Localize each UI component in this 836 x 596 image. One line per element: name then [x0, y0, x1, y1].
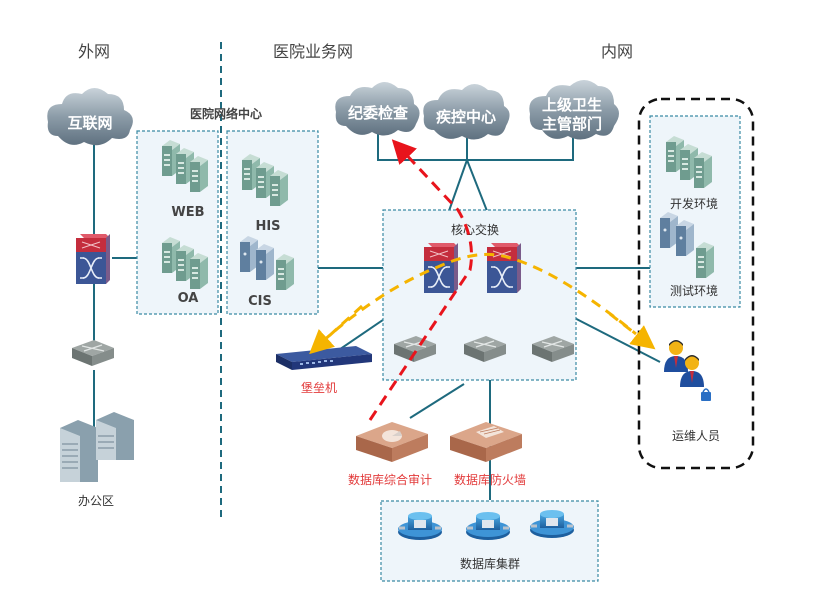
audit-path-red-arrow: [368, 139, 473, 421]
db-firewall-appliance-icon: [450, 422, 522, 462]
db-firewall-label: 数据库防火墙: [454, 472, 526, 487]
dev-test-env-group: [649, 115, 741, 308]
cis-label: CIS: [248, 294, 272, 309]
ops-staff-label: 运维人员: [672, 429, 720, 443]
ops-path-to-staff-arrow: [609, 312, 656, 350]
ops-path-to-bastion-arrow: [309, 304, 364, 355]
web-label: WEB: [171, 205, 204, 220]
cloud-internet: 互联网: [47, 88, 133, 146]
core-switch-1: [423, 242, 459, 294]
zone-label-external: 外网: [78, 42, 110, 61]
ops-access-path-yellow: [320, 252, 637, 344]
cloud-discipline-label: 纪委检查: [348, 104, 409, 122]
oa-label: OA: [178, 291, 199, 306]
db-audit-appliance-icon: [356, 422, 428, 462]
cloud-cdc-label: 疾控中心: [436, 108, 496, 126]
bastion-host-label: 堡垒机: [301, 380, 337, 395]
cloud-health-dept-label-1: 上级卫生: [542, 96, 602, 114]
core-switch-2: [486, 242, 522, 294]
ops-staff-icon: [664, 340, 711, 401]
cloud-health-department: 上级卫生 主管部门: [529, 80, 619, 140]
cloud-health-dept-label-2: 主管部门: [542, 115, 602, 133]
bastion-host-icon: [276, 346, 372, 370]
cloud-cdc: 疾控中心: [423, 84, 510, 140]
cloud-discipline-inspection: 纪委检查: [335, 82, 420, 136]
zone-label-hospital-business: 医院业务网: [273, 42, 353, 61]
access-switch-office: [71, 339, 115, 367]
dev-env-label: 开发环境: [670, 196, 718, 211]
db-cluster-label: 数据库集群: [460, 556, 520, 571]
his-label: HIS: [255, 219, 280, 234]
datacenter-title: 医院网络中心: [190, 106, 262, 121]
office-label: 办公区: [78, 493, 114, 508]
firewall-switch-external: [75, 233, 111, 285]
db-audit-label: 数据库综合审计: [348, 472, 432, 487]
zone-label-internal: 内网: [601, 42, 633, 61]
internal-ops-zone-border: [637, 97, 755, 470]
office-buildings-icon: [60, 412, 134, 482]
core-switch-label: 核心交换: [451, 222, 499, 237]
cloud-internet-label: 互联网: [67, 114, 112, 132]
test-env-label: 测试环境: [670, 283, 718, 298]
